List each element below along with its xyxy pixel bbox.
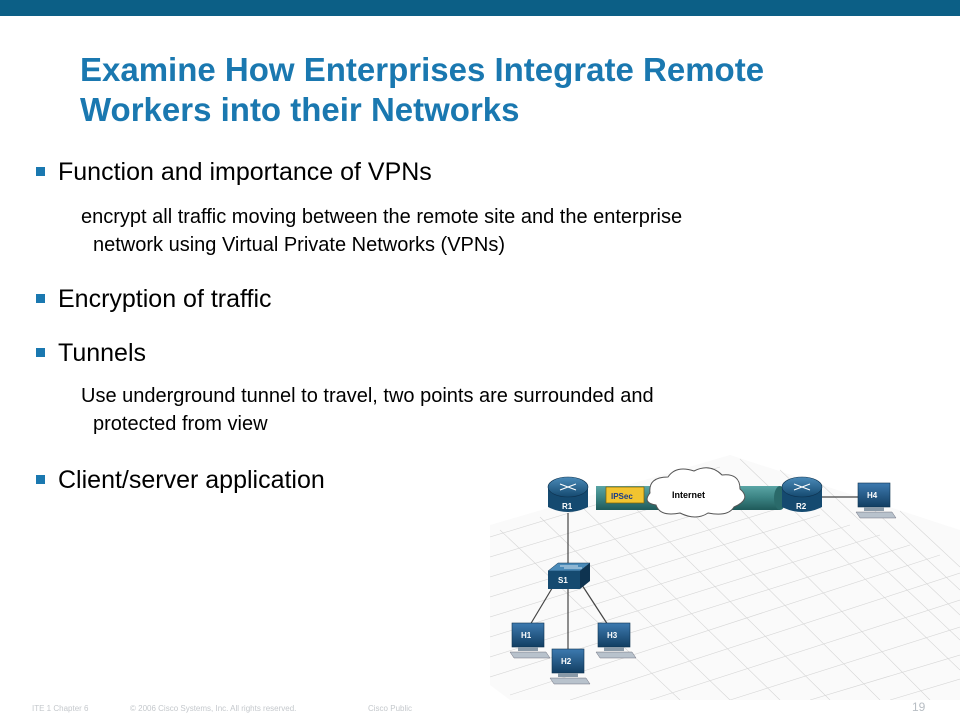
router-r1[interactable]: R1 — [547, 476, 589, 512]
internet-cloud: Internet — [646, 467, 746, 518]
switch-s1[interactable]: S1 — [547, 562, 591, 589]
footer-classification: Cisco Public — [368, 704, 413, 713]
bullet-text: Client/server application — [58, 466, 325, 494]
slide-title: Examine How Enterprises Integrate Remote… — [80, 50, 900, 130]
square-bullet-icon — [36, 167, 45, 176]
square-bullet-icon — [36, 348, 45, 357]
host-h3-label: H3 — [607, 631, 618, 640]
ipsec-label: IPSec — [611, 492, 633, 501]
host-h1[interactable]: H1 — [509, 622, 551, 659]
square-bullet-icon — [36, 294, 45, 303]
internet-label: Internet — [672, 490, 705, 500]
network-diagram: IPSec Internet R1 R2 S1 — [489, 455, 960, 701]
switch-s1-label: S1 — [558, 576, 568, 585]
square-bullet-icon — [36, 475, 45, 484]
router-r2-label: R2 — [796, 502, 807, 511]
host-h3[interactable]: H3 — [595, 622, 637, 659]
ipsec-label-box: IPSec — [605, 486, 645, 504]
host-h2-label: H2 — [561, 657, 572, 666]
router-r2[interactable]: R2 — [781, 476, 823, 512]
host-h4-label: H4 — [867, 491, 878, 500]
detail-line: encrypt all traffic moving between the r… — [81, 206, 683, 228]
footer-course: ITE 1 Chapter 6 — [32, 704, 89, 713]
title-line-1: Examine How Enterprises Integrate Remote — [80, 51, 765, 88]
bullet-tunnels-detail: Use underground tunnel to travel, two po… — [81, 382, 881, 438]
router-r1-label: R1 — [562, 502, 573, 511]
top-banner — [0, 0, 960, 16]
bullet-vpn-detail: encrypt all traffic moving between the r… — [81, 203, 881, 259]
page-number: 19 — [912, 700, 926, 714]
cables — [529, 496, 858, 650]
bullet-text: Tunnels — [58, 339, 147, 367]
detail-line: network using Virtual Private Networks (… — [93, 234, 505, 256]
title-line-2: Workers into their Networks — [80, 91, 520, 128]
footer-copyright: © 2006 Cisco Systems, Inc. All rights re… — [130, 704, 297, 713]
bullet-text: Function and importance of VPNs — [58, 158, 432, 186]
host-h2[interactable]: H2 — [549, 648, 591, 685]
detail-line: Use underground tunnel to travel, two po… — [81, 385, 654, 407]
detail-line: protected from view — [93, 413, 268, 435]
host-h1-label: H1 — [521, 631, 532, 640]
bullet-text: Encryption of traffic — [58, 285, 272, 313]
host-h4[interactable]: H4 — [855, 482, 897, 519]
